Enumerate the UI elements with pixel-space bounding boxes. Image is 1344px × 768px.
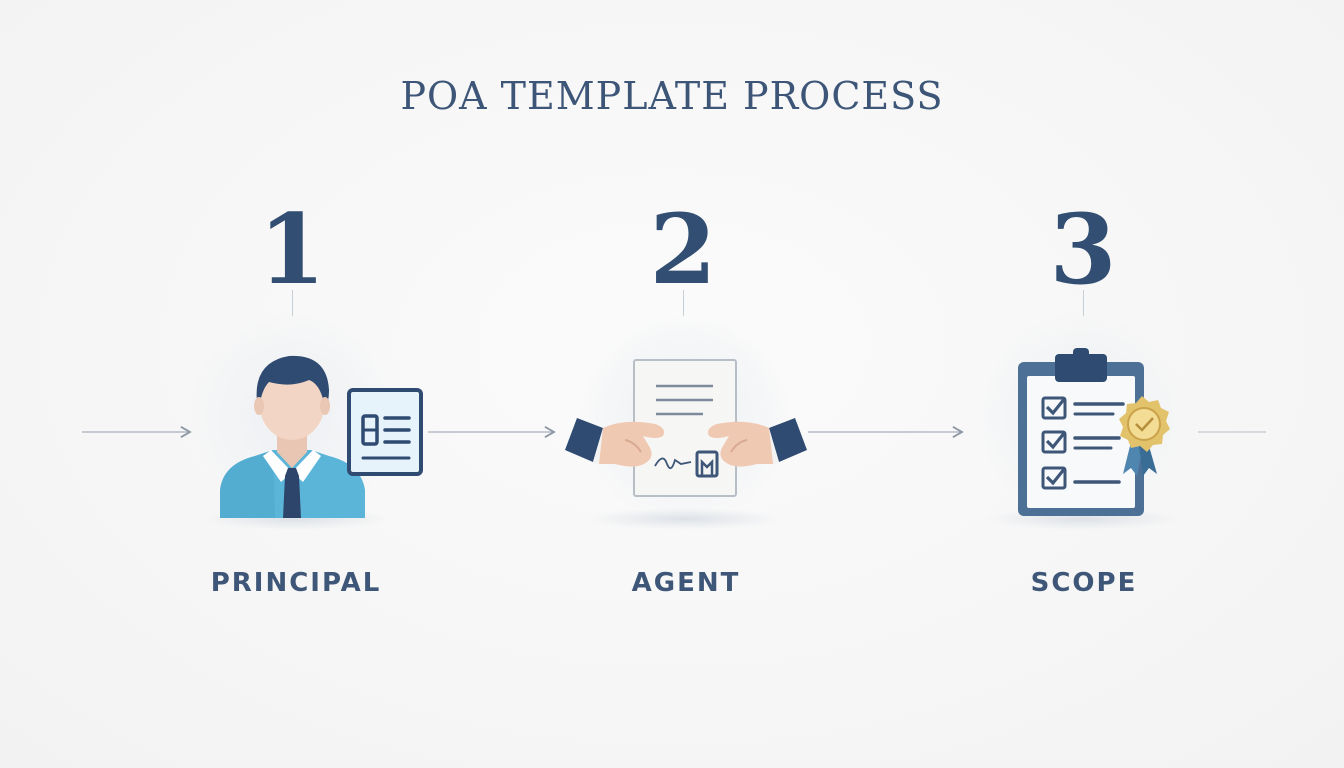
step-3-label: SCOPE bbox=[1030, 568, 1138, 598]
step-2-number: 2 bbox=[649, 193, 717, 306]
step-3-number: 3 bbox=[1049, 193, 1117, 306]
step-2-tick bbox=[683, 290, 684, 316]
step-2-label: AGENT bbox=[631, 568, 741, 598]
diagram-title: POA TEMPLATE PROCESS bbox=[400, 74, 944, 118]
person-with-id-card-icon bbox=[220, 355, 423, 518]
step-1-tick bbox=[292, 290, 293, 316]
step-2-shadow bbox=[585, 508, 785, 530]
clipboard-checklist-seal-icon bbox=[1018, 348, 1170, 516]
step-3-tick bbox=[1083, 290, 1084, 316]
handshake-document-icon bbox=[565, 359, 807, 497]
step-1-label: PRINCIPAL bbox=[210, 568, 382, 598]
step-1-number: 1 bbox=[258, 193, 326, 306]
